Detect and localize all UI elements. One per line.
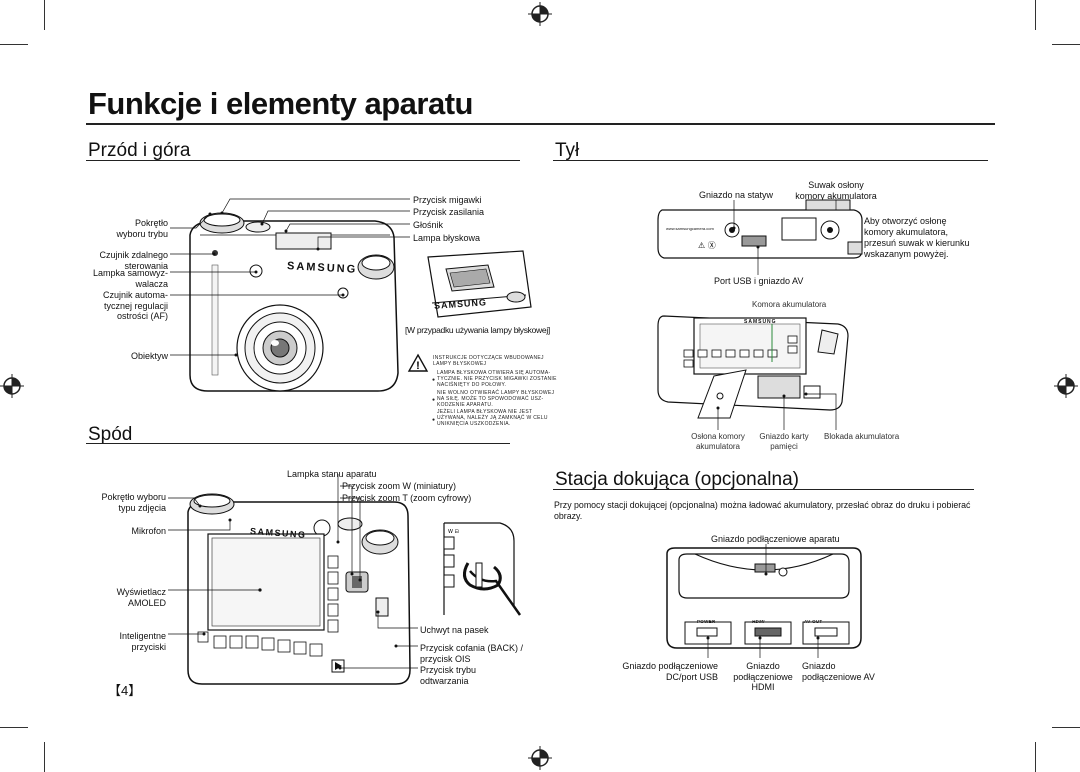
- label-usb-av-port: Port USB i gniazdo AV: [714, 276, 804, 286]
- back-camera-open-view: [657, 315, 849, 419]
- label-shutter-button: Przycisk migawki: [413, 195, 482, 205]
- label-mode-dial: Pokrętło wyboru trybu: [116, 218, 168, 239]
- label-microphone: Mikrofon: [131, 526, 166, 536]
- label-flash: Lampa błyskowa: [413, 233, 481, 243]
- port-mark-hdmi: HDMI: [752, 619, 765, 624]
- crop-mark: [44, 742, 45, 772]
- crop-mark: [1052, 727, 1080, 728]
- label-av-port: Gniazdo podłączeniowe AV: [802, 661, 875, 682]
- back-camera-bottom-view: ⚠ Ⓧ: [657, 199, 863, 259]
- label-camera-connector: Gniazdo podłączeniowe aparatu: [711, 534, 840, 544]
- registration-mark-right: [1054, 374, 1078, 398]
- label-amoled-display: Wyświetlacz AMOLED: [116, 587, 166, 608]
- label-remote-sensor: Czujnik zdalnego sterowania: [99, 250, 168, 271]
- section-heading-back: Tył: [555, 140, 580, 161]
- label-scene-dial: Pokrętło wyboru typu zdjęcia: [101, 492, 166, 513]
- warning-item-3: JEŻELI LAMPA BŁYSKOWA NIE JEST UŻYWANA, …: [437, 409, 548, 427]
- label-lens: Obiektyw: [130, 351, 168, 361]
- section-rule-front: [86, 160, 520, 161]
- label-battery-cover: Osłona komory akumulatora: [691, 432, 745, 451]
- front-camera-illustration: [189, 212, 399, 392]
- label-status-lamp: Lampka stanu aparatu: [287, 469, 377, 479]
- crop-mark: [0, 44, 28, 45]
- section-heading-front: Przód i góra: [88, 140, 191, 161]
- label-power-button: Przycisk zasilania: [413, 207, 485, 217]
- label-memory-card-slot: Gniazdo karty pamięci: [759, 432, 809, 451]
- back-side-note: Aby otworzyć osłonę komory akumulatora, …: [864, 216, 970, 259]
- section-heading-dock: Stacja dokująca (opcjonalna): [555, 469, 799, 490]
- label-self-timer-lamp: Lampka samowyz- walacza: [92, 268, 168, 289]
- label-strap-eyelet: Uchwyt na pasek: [420, 625, 489, 635]
- section-rule-bottom: [86, 443, 510, 444]
- registration-mark-top: [528, 2, 552, 26]
- crop-mark: [1052, 44, 1080, 45]
- page-title: Funkcje i elementy aparatu: [88, 86, 473, 121]
- docking-station-illustration: [666, 547, 862, 649]
- section-rule-dock: [553, 489, 974, 490]
- flash-use-note: [W przypadku używania lampy błyskowej]: [405, 325, 550, 335]
- label-af-sensor: Czujnik automa- tycznej regulacji ostroś…: [102, 290, 168, 321]
- strap-inset-illustration: W ⊟: [443, 522, 522, 616]
- flash-inset-illustration: [427, 250, 532, 318]
- label-battery-chamber: Komora akumulatora: [752, 300, 827, 309]
- brand-logo-back: SAMSUNG: [744, 319, 777, 325]
- label-hdmi-port: Gniazdo podłączeniowe HDMI: [733, 661, 793, 692]
- label-back-ois-button: Przycisk cofania (BACK) / przycisk OIS: [420, 643, 524, 664]
- crop-mark: [0, 727, 28, 728]
- crop-mark: [1035, 0, 1036, 30]
- registration-mark-left: [0, 374, 24, 398]
- warning-item-1: LAMPA BŁYSKOWA OTWIERA SIĘ AUTOMA- TYCZN…: [437, 370, 557, 388]
- registration-mark-bottom: [528, 746, 552, 770]
- title-rule: [86, 123, 995, 125]
- warning-title: INSTRUKCJE DOTYCZĄCE WBUDOWANEJ LAMPY BŁ…: [433, 355, 544, 367]
- svg-text:⚠ Ⓧ: ⚠ Ⓧ: [698, 241, 716, 250]
- crop-mark: [44, 0, 45, 30]
- section-heading-bottom: Spód: [88, 424, 133, 445]
- section-rule-back: [553, 160, 988, 161]
- warning-icon: !: [407, 353, 429, 372]
- label-dc-usb-port: Gniazdo podłączeniowe DC/port USB: [622, 661, 718, 682]
- port-mark-av: AV OUT: [804, 619, 823, 624]
- svg-text:W ⊟: W ⊟: [448, 529, 459, 535]
- warning-item-2: NIE WOLNO OTWIERAĆ LAMPY BŁYSKOWEJ NA SI…: [437, 390, 555, 408]
- port-mark-power: POWER: [697, 619, 716, 624]
- svg-text:!: !: [416, 360, 420, 372]
- label-smart-buttons: Inteligentne przyciski: [119, 631, 166, 652]
- label-battery-lock: Blokada akumulatora: [824, 432, 900, 441]
- label-zoom-w: Przycisk zoom W (miniatury): [342, 481, 457, 491]
- label-playback-button: Przycisk trybu odtwarzania: [420, 665, 477, 686]
- label-battery-slider: Suwak osłony komory akumulatora: [795, 180, 877, 201]
- warning-bullets: ●●●: [432, 377, 436, 423]
- crop-mark: [1035, 742, 1036, 772]
- label-speaker: Głośnik: [413, 220, 444, 230]
- rear-camera-illustration: [187, 493, 411, 685]
- dock-description: Przy pomocy stacji dokującej (opcjonalna…: [554, 500, 971, 521]
- page-number: 【4】: [108, 683, 142, 698]
- back-url: www.samsungcamera.com: [666, 226, 714, 231]
- label-zoom-t: Przycisk zoom T (zoom cyfrowy): [342, 493, 472, 503]
- label-tripod-socket: Gniazdo na statyw: [699, 190, 774, 200]
